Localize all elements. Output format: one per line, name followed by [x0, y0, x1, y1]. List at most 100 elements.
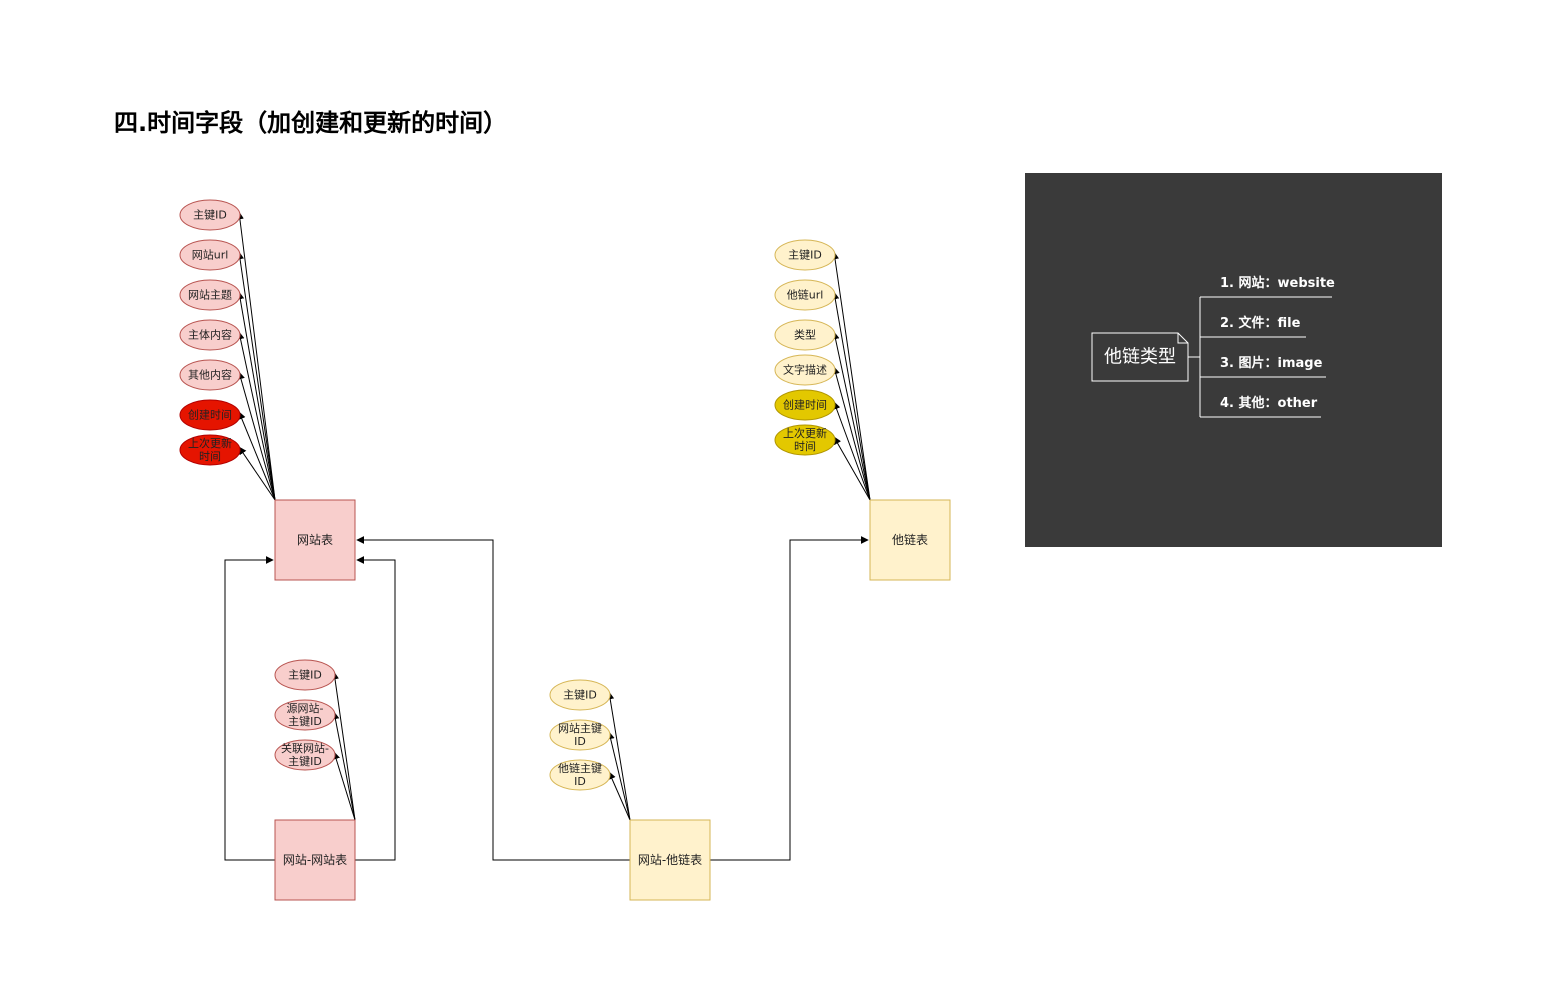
- field-label: 文字描述: [783, 363, 827, 377]
- field-connector: [332, 751, 356, 821]
- table-box[interactable]: 他链表: [869, 499, 951, 581]
- field-ellipse: [549, 719, 611, 751]
- table-rect: [274, 819, 356, 901]
- table-rect: [869, 499, 951, 581]
- type-panel: 他链类型 1. 网站：website 2. 文件：file 3. 图片：image 4.…: [1025, 173, 1442, 547]
- table-box[interactable]: 网站表: [274, 499, 356, 581]
- field-node[interactable]: 网站url: [179, 239, 241, 271]
- field-label: ID: [574, 735, 586, 748]
- field-label: 创建时间: [188, 408, 232, 422]
- table-label: 网站表: [297, 533, 333, 547]
- field-connector: [832, 401, 871, 501]
- field-label: 主键ID: [288, 714, 322, 728]
- field-label: 上次更新: [783, 426, 827, 440]
- field-label: 时间: [794, 440, 816, 453]
- field-ellipse: [774, 319, 836, 351]
- field-node[interactable]: 源网站-主键ID: [274, 699, 336, 731]
- field-connector: [831, 251, 871, 501]
- field-node[interactable]: 文字描述: [774, 354, 836, 386]
- field-label: 网站主题: [188, 288, 232, 302]
- field-ellipse: [774, 424, 836, 456]
- nodes-layer: 主键ID网站url网站主题主体内容其他内容创建时间上次更新时间网站表主键ID他链…: [179, 199, 951, 901]
- relation-edge: [710, 536, 869, 861]
- relation-edge: [224, 556, 275, 861]
- field-node[interactable]: 网站主题: [179, 279, 241, 311]
- field-node[interactable]: 创建时间: [179, 399, 241, 431]
- field-node[interactable]: 创建时间: [774, 389, 836, 421]
- field-connector: [331, 711, 356, 821]
- field-label: 类型: [794, 328, 816, 342]
- root-label: 他链类型: [1104, 347, 1176, 368]
- field-connector: [238, 411, 276, 501]
- field-label: 上次更新: [188, 436, 232, 450]
- table-box[interactable]: 网站-网站表: [274, 819, 356, 901]
- field-connector: [833, 436, 871, 501]
- type-item-label: 4. 其他：other: [1220, 395, 1318, 411]
- field-label: 关联网站-: [281, 741, 329, 755]
- field-node[interactable]: 其他内容: [179, 359, 241, 391]
- field-label: 他链url: [787, 288, 824, 302]
- field-connector: [236, 331, 276, 501]
- field-label: 主体内容: [188, 328, 232, 342]
- field-ellipse: [179, 359, 241, 391]
- type-item-label: 3. 图片：image: [1220, 355, 1323, 371]
- edges-layer: [224, 211, 871, 861]
- field-label: 主键ID: [563, 688, 597, 702]
- field-label: 主键ID: [288, 668, 322, 682]
- field-ellipse: [774, 279, 836, 311]
- field-connector: [832, 366, 871, 501]
- table-box[interactable]: 网站-他链表: [629, 819, 711, 901]
- field-node[interactable]: 关联网站-主键ID: [274, 739, 336, 771]
- field-label: ID: [574, 775, 586, 788]
- field-node[interactable]: 主键ID: [179, 199, 241, 231]
- field-ellipse: [179, 434, 241, 466]
- type-item-label: 2. 文件：file: [1220, 315, 1301, 331]
- field-label: 网站主键: [558, 721, 602, 735]
- field-label: 网站url: [192, 248, 229, 262]
- field-ellipse: [549, 759, 611, 791]
- field-node[interactable]: 主键ID: [774, 239, 836, 271]
- field-ellipse: [179, 279, 241, 311]
- field-ellipse: [274, 699, 336, 731]
- field-node[interactable]: 他链url: [774, 279, 836, 311]
- field-ellipse: [274, 739, 336, 771]
- field-connector: [606, 731, 631, 821]
- field-label: 主键ID: [288, 754, 322, 768]
- field-label: 创建时间: [783, 398, 827, 412]
- root-note-shape: [1091, 332, 1189, 382]
- field-connector: [831, 331, 871, 501]
- field-ellipse: [774, 239, 836, 271]
- field-ellipse: [179, 319, 241, 351]
- type-item[interactable]: 1. 网站：website: [1200, 275, 1335, 298]
- field-ellipse: [774, 354, 836, 386]
- field-ellipse: [274, 659, 336, 691]
- field-ellipse: [179, 199, 241, 231]
- field-node[interactable]: 主键ID: [549, 679, 611, 711]
- table-label: 网站-他链表: [638, 852, 702, 867]
- field-connector: [831, 291, 871, 501]
- field-label: 源网站-: [287, 701, 324, 715]
- relation-edge: [356, 536, 630, 861]
- page-title: 四.时间字段（加创建和更新的时间）: [114, 109, 508, 137]
- field-connector: [235, 211, 276, 501]
- field-connector: [606, 691, 631, 821]
- field-label: 主键ID: [193, 208, 227, 222]
- type-item[interactable]: 4. 其他：other: [1200, 395, 1321, 418]
- table-label: 网站-网站表: [283, 853, 347, 867]
- field-node[interactable]: 主体内容: [179, 319, 241, 351]
- relation-edge: [355, 556, 396, 861]
- mindmap-root[interactable]: 他链类型: [1091, 332, 1189, 382]
- field-connector: [236, 291, 276, 501]
- field-node[interactable]: 主键ID: [274, 659, 336, 691]
- type-item[interactable]: 2. 文件：file: [1200, 315, 1306, 338]
- type-item[interactable]: 3. 图片：image: [1200, 355, 1326, 378]
- panel-background: [1025, 173, 1442, 547]
- field-node[interactable]: 类型: [774, 319, 836, 351]
- field-connector: [608, 771, 631, 821]
- field-ellipse: [549, 679, 611, 711]
